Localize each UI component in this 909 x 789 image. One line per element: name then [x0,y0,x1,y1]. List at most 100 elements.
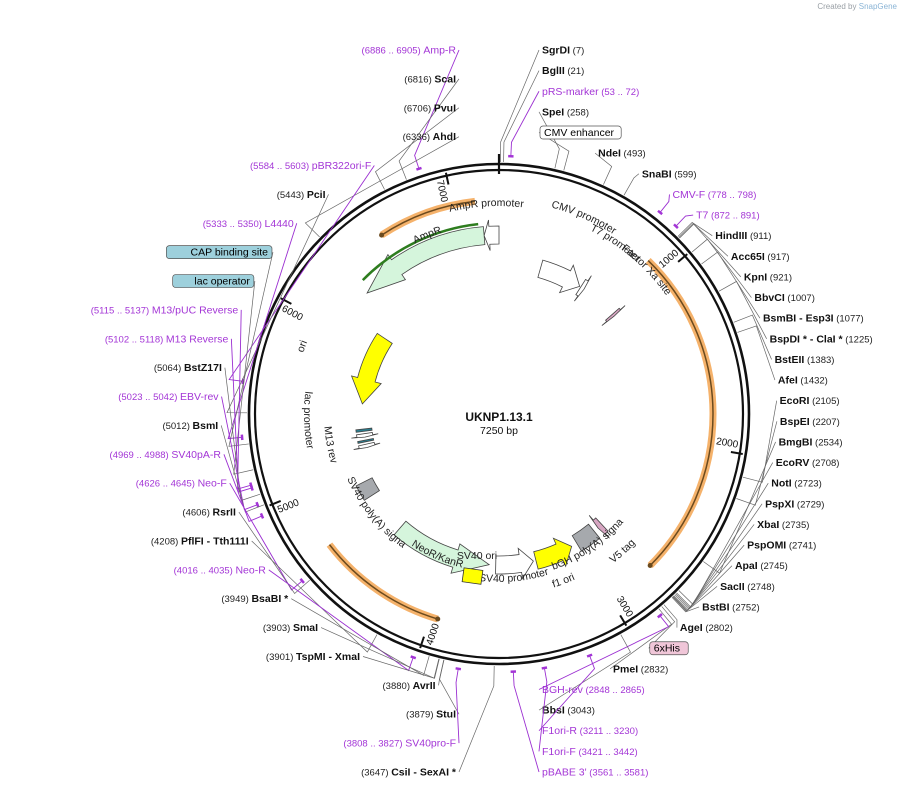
site-name: (3903) SmaI [263,622,318,634]
insert-arc-core [647,260,714,567]
site-name: BspDI * - ClaI * (1225) [770,333,873,345]
site-label: pBABE 3' (3561 .. 3581) [542,767,648,779]
label-part: (2708) [809,458,839,469]
site-label: BspEI (2207) [780,416,840,428]
label-part: BsmI [193,420,219,432]
label-part: (5115 .. 5137) [91,305,152,316]
feature-label: f1 ori [551,571,577,590]
label-part: - [204,535,213,547]
label-part: (5012) [162,421,192,432]
site-label: AfeI (1432) [778,375,828,387]
label-part: (4969 .. 4988) [110,450,172,461]
feature-lac-operator [357,438,375,444]
feature-label: AmpR promoter [448,197,525,215]
primer-label: (3808 .. 3827) SV40pro-F [343,738,456,750]
site-label: SacII (2748) [720,581,775,593]
site-name: (6816) ScaI [404,73,456,85]
site-label: XbaI (2735) [757,519,809,531]
feature-cap-binding-site [355,427,373,433]
site-label: PmeI (2832) [613,663,668,675]
site-label: (5584 .. 5603) pBR322ori-F [250,160,371,172]
label-part: (911) [747,231,771,242]
ampr-arc-tip [379,232,385,238]
label-part: M13/pUC Reverse [152,304,239,316]
label-part: (2802) [703,623,733,634]
feature-bgh-poly-a-signal [571,523,601,552]
site-leader [538,615,670,690]
primer-mark [259,512,265,519]
site-label: EcoRI (2105) [780,395,840,407]
site-leader [223,454,263,523]
site-name: ApaI (2745) [735,560,788,572]
feature-factor-xa-site [601,305,626,326]
site-label: AgeI (2802) [680,622,733,634]
site-leader [500,49,540,163]
feature-sv40-poly-a-signal [355,477,380,501]
site-label: (4016 .. 4035) Neo-R [174,564,267,576]
site-leader [414,49,460,169]
site-name: CAP binding site [191,247,269,259]
label-part: KpnI [744,271,767,283]
label-part: SexAI * [420,767,457,779]
site-label: (4208) PflFI - Tth111I [151,535,249,547]
primer-mark [241,378,245,385]
label-part: M13 Reverse [166,333,229,345]
site-label: SpeI (258) [542,106,589,118]
site-label: (3880) AvrII [383,680,436,692]
primer-mark [455,667,462,671]
site-name: BglII (21) [542,65,584,77]
plasmid-name: UKNP1.13.1 [465,410,533,424]
label-part: SacII [720,581,745,593]
tick-label: 6000 [280,303,305,323]
site-leader [238,511,310,595]
primer-mark [657,613,663,619]
label-part: (3880) [383,681,413,692]
site-label: (6336) AhdI [403,131,457,143]
label-part: (4606) [182,508,212,519]
site-name: CMV enhancer [544,127,615,139]
label-part: (2748) [745,582,775,593]
label-part: (2848 .. 2865) [583,685,645,696]
sv40-ori-label: SV40 ori [457,550,497,562]
site-leader [663,604,678,628]
site-name: NdeI (493) [598,148,646,160]
label-part: SgrDI [542,45,570,57]
label-part: (3043) [565,706,595,717]
site-name: SpeI (258) [542,106,589,118]
label-part: (2729) [794,499,824,510]
label-part: XbaI [757,519,779,531]
tick-label: 1000 [657,248,681,271]
label-part: Amp-R [423,45,456,57]
site-leader [304,136,460,238]
ampr-arc-core [381,200,476,236]
tick-label: 4000 [425,622,443,647]
site-leader [691,238,752,298]
label-part: 6xHis [654,643,680,655]
primer-label: T7 (872 .. 891) [696,210,760,222]
tick-mark [730,451,743,455]
label-part: (6336) [403,132,433,143]
site-label: (6886 .. 6905) Amp-R [362,45,457,57]
label-part: (3561 .. 3581) [587,768,649,779]
site-label: BstBI (2752) [702,601,760,613]
site-name: PspXI (2729) [765,498,824,510]
plasmid-backbone [247,154,751,666]
label-part: (7) [570,46,584,57]
label-part: Neo-F [198,478,227,490]
site-name: KpnI (921) [744,271,792,283]
site-label: F1ori-F (3421 .. 3442) [542,746,638,758]
label-part: PvuI [434,102,456,114]
label-part: (5584 .. 5603) [250,161,312,172]
primer-label: (5102 .. 5118) M13 Reverse [105,333,229,345]
site-label: (3647) CsiI - SexAI * [361,767,457,779]
site-label: KpnI (921) [744,271,792,283]
site-leader [398,78,460,180]
label-part: Esp3I [806,313,834,325]
site-label: (3903) SmaI [263,622,318,634]
kanr-arc-tip [435,616,441,622]
label-part: EBV-rev [180,391,219,403]
tick-label: 7000 [434,179,450,204]
label-part: (4016 .. 4035) [174,565,236,576]
label-part: (2745) [758,561,788,572]
feature-label: V5 tag [607,537,637,566]
